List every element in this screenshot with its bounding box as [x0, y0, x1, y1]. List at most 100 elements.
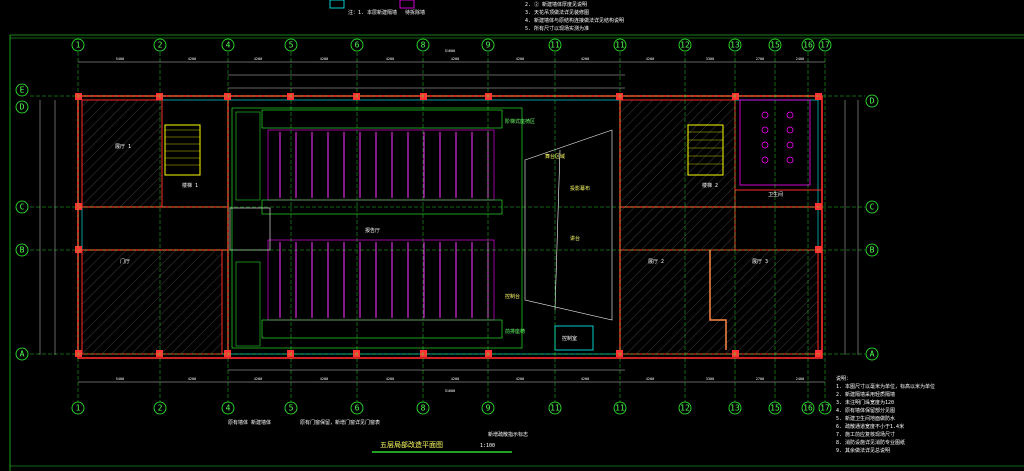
- grid-col-15-top: 15: [770, 41, 780, 50]
- bath-partition: [734, 100, 822, 191]
- top-notes: 2. ② 新建墙体厚度见说明 3. 天花吊顶做法详见装修图 4. 新建墙体与原结…: [525, 1, 624, 32]
- svg-text:新增疏散指示标志: 新增疏散指示标志: [488, 431, 528, 438]
- svg-text:5400: 5400: [116, 57, 124, 61]
- legend-demolish-text: 待拆除墙: [405, 9, 425, 16]
- svg-text:4200: 4200: [254, 377, 262, 381]
- svg-text:4200: 4200: [188, 377, 196, 381]
- seat-rows-bottom: [279, 242, 489, 318]
- svg-text:4200: 4200: [386, 377, 394, 381]
- hall-annotation-4: 投影幕布: [570, 185, 590, 192]
- dimension-lines: [39, 61, 859, 383]
- svg-text:3. 未注明门垛宽度为120: 3. 未注明门垛宽度为120: [836, 399, 894, 406]
- grid-row-C-left: C: [20, 203, 25, 212]
- svg-text:4200: 4200: [581, 377, 589, 381]
- room-label-exhibit-1: 展厅 1: [115, 144, 131, 150]
- top-note-3: 4. 新建墙体与原结构连接做法详见结构说明: [525, 17, 624, 24]
- svg-text:4200: 4200: [451, 377, 459, 381]
- svg-text:1. 本图尺寸以毫米为单位，标高以米为单位: 1. 本图尺寸以毫米为单位，标高以米为单位: [836, 383, 935, 390]
- hall-annotation-1: 阶梯式座椅区: [505, 118, 535, 125]
- grid-row-D-left: D: [20, 103, 25, 112]
- grid-row-A-left: A: [20, 350, 25, 359]
- room-label-hall: 报告厅: [365, 227, 380, 234]
- grid-row-B-left: B: [20, 246, 25, 255]
- structural-columns: [75, 93, 822, 357]
- grid-col-13-top: 13: [730, 41, 740, 50]
- room-label-stair-1: 楼梯 1: [182, 182, 198, 189]
- room-label-lobby: 门厅: [120, 258, 130, 265]
- grid-bubbles-left: [15, 83, 29, 361]
- grid-col-8-bottom: 8: [421, 404, 426, 413]
- hall-annotation-6: 控制台: [505, 293, 520, 300]
- svg-text:4200: 4200: [516, 377, 524, 381]
- grid-col-12-bottom: 12: [680, 404, 690, 413]
- room-label-stair-2: 楼梯 2: [702, 182, 718, 189]
- grid-col-5-bottom: 5: [289, 404, 294, 413]
- orange-partition: [709, 250, 727, 350]
- grid-col-15-bottom: 15: [770, 404, 780, 413]
- svg-text:3300: 3300: [706, 377, 714, 381]
- title-block-legend: 注：1. 本层新建隔墙 待拆除墙: [329, 0, 425, 16]
- grid-row-B-right: B: [870, 246, 875, 255]
- grid-col-13-bottom: 13: [730, 404, 740, 413]
- grid-bubbles-right: [865, 94, 879, 361]
- axis-grid-lines: [30, 52, 865, 402]
- grid-col-4-bottom: 4: [226, 404, 231, 413]
- hall-annotation-5: 讲台: [570, 235, 580, 242]
- building-walls: [77, 95, 823, 359]
- grid-row-D-right: D: [870, 97, 875, 106]
- stair-2: [687, 124, 724, 176]
- svg-text:4200: 4200: [646, 57, 654, 61]
- top-note-4: 5. 所有尺寸以现场实测为准: [525, 25, 589, 32]
- svg-text:原有门窗保留，新增门窗详见门窗表: 原有门窗保留，新增门窗详见门窗表: [300, 419, 380, 426]
- drawing-scale: 1:100: [480, 443, 495, 449]
- svg-text:9. 其余做法详见总说明: 9. 其余做法详见总说明: [836, 447, 890, 454]
- hall-annotation-2: 前排座椅: [505, 328, 525, 335]
- svg-text:5. 新建卫生间地面做防水: 5. 新建卫生间地面做防水: [836, 415, 895, 422]
- hatch-room-west-top: [81, 99, 163, 208]
- svg-text:原有墙体 新建墙体: 原有墙体 新建墙体: [228, 419, 271, 426]
- bottom-notes: 原有墙体 新建墙体 原有门窗保留，新增门窗详见门窗表 新增疏散指示标志: [228, 419, 528, 438]
- grid-col-12-top: 12: [680, 41, 690, 50]
- svg-text:4. 原有墙体保留部分见图: 4. 原有墙体保留部分见图: [836, 407, 895, 414]
- hatch-room-west-bottom: [81, 249, 223, 355]
- grid-col-6-top: 6: [355, 41, 360, 50]
- grid-col-11a-top: 11: [550, 41, 560, 50]
- top-note-1: 2. ② 新建墙体厚度见说明: [525, 1, 587, 8]
- aisle-bottom: [261, 319, 503, 339]
- grid-col-17-top: 17: [820, 41, 830, 50]
- svg-text:8. 消防设施详见消防专业图纸: 8. 消防设施详见消防专业图纸: [836, 439, 905, 446]
- grid-bubbles-bottom: [71, 401, 832, 415]
- grid-row-A-right: A: [870, 350, 875, 359]
- seating-block-bottom: [267, 239, 495, 321]
- legend-swatch-new-wall: [329, 0, 345, 9]
- svg-text:51600: 51600: [445, 389, 456, 393]
- side-seating: [235, 111, 261, 347]
- grid-col-17-bottom: 17: [820, 404, 830, 413]
- svg-text:4200: 4200: [581, 57, 589, 61]
- grid-col-9-top: 9: [486, 41, 491, 50]
- svg-text:2400: 2400: [796, 57, 804, 61]
- entry-vestibule: [229, 207, 271, 251]
- grid-col-8-top: 8: [421, 41, 426, 50]
- svg-text:4200: 4200: [516, 57, 524, 61]
- svg-text:2700: 2700: [756, 57, 764, 61]
- grid-col-5-top: 5: [289, 41, 294, 50]
- grid-col-1-top: 1: [76, 41, 81, 50]
- grid-col-11a-bottom: 11: [550, 404, 560, 413]
- stair-1: [164, 124, 201, 176]
- grid-col-11b-bottom: 11: [615, 404, 625, 413]
- grid-col-16-bottom: 16: [803, 404, 813, 413]
- svg-text:3300: 3300: [706, 57, 714, 61]
- svg-text:4200: 4200: [386, 57, 394, 61]
- svg-text:2700: 2700: [756, 377, 764, 381]
- svg-text:4200: 4200: [320, 57, 328, 61]
- room-label-control: 控制室: [562, 335, 577, 342]
- hatch-room-east-bottom: [619, 249, 819, 355]
- aisle-top: [261, 109, 503, 129]
- svg-text:4200: 4200: [451, 57, 459, 61]
- hall-floor-outline: [231, 107, 523, 349]
- svg-text:51600: 51600: [445, 49, 456, 53]
- grid-col-2-bottom: 2: [158, 404, 163, 413]
- grid-col-16-top: 16: [803, 41, 813, 50]
